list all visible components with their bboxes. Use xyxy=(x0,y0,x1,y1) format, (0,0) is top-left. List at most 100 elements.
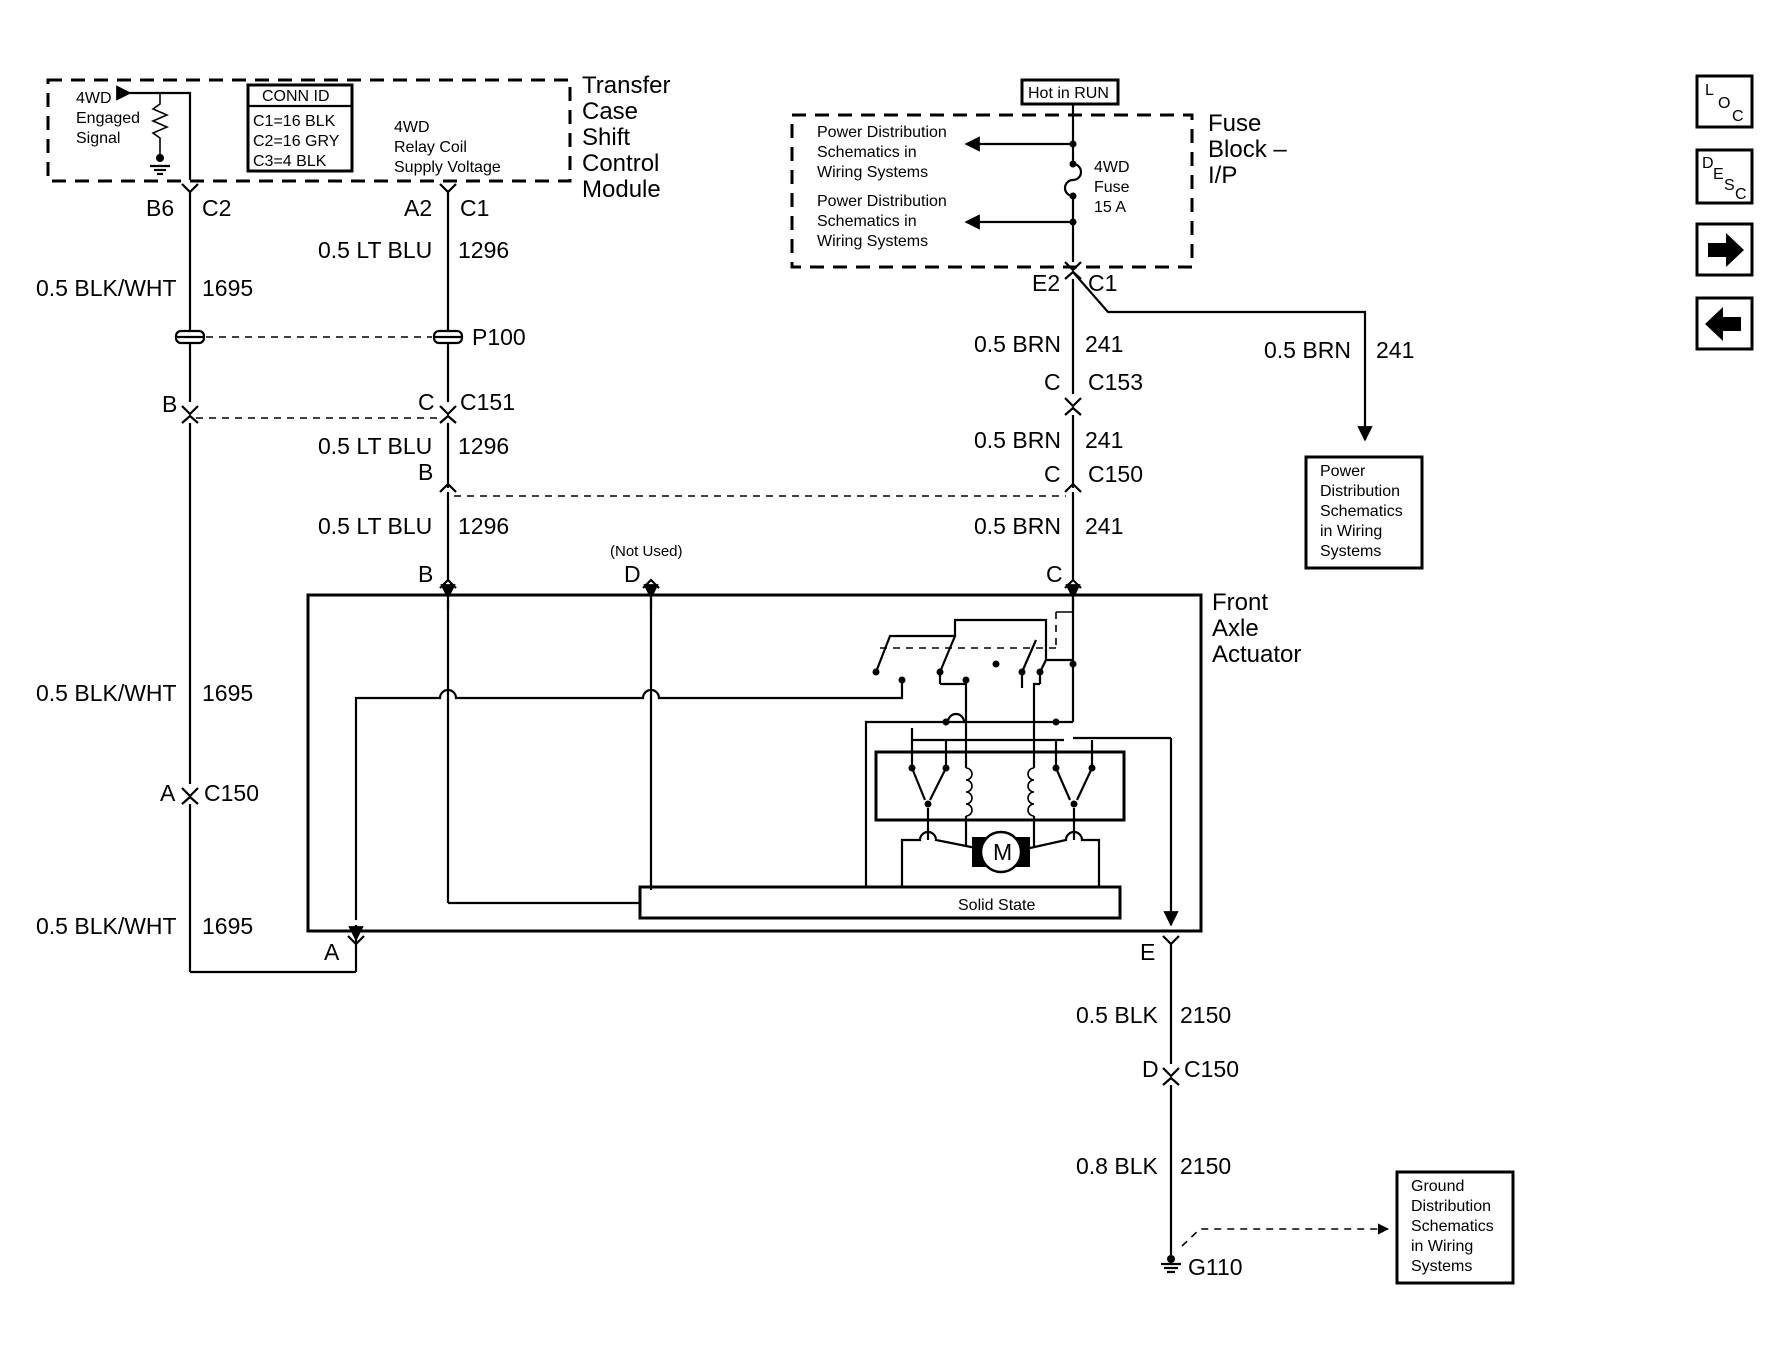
fuse-ref2-line-2: Schematics in xyxy=(817,213,917,230)
wire-1695-size-c: 0.5 BLK/WHT xyxy=(36,913,177,939)
loc-letter-l: L xyxy=(1705,82,1714,99)
wire-241-num-c: 241 xyxy=(1085,513,1123,539)
wire-241-size-c: 0.5 BRN xyxy=(974,513,1061,539)
tcsm-title-3: Shift xyxy=(582,124,630,151)
tcsm-title-1: Transfer xyxy=(582,72,670,99)
circuit-1296 xyxy=(439,183,457,589)
desc-button[interactable]: D E S C xyxy=(1695,148,1754,205)
wire-241-num-a: 241 xyxy=(1085,331,1123,357)
wire-2150-size-a: 0.5 BLK xyxy=(1076,1002,1158,1028)
c150-pin-c: C xyxy=(1044,461,1061,487)
p100-splice-icon xyxy=(174,329,464,345)
hot-in-run-box xyxy=(1020,78,1120,106)
c150-right: C150 xyxy=(1088,461,1143,487)
solid-state-label: Solid State xyxy=(958,897,1035,914)
fuse-ref1-line-3: Wiring Systems xyxy=(817,164,928,181)
c153-label: C153 xyxy=(1088,369,1143,395)
tcsm-title-5: Module xyxy=(582,176,661,203)
actuator-title-3: Actuator xyxy=(1212,641,1301,668)
circuit-1695 xyxy=(181,183,365,974)
fuse-label-3: 15 A xyxy=(1094,199,1126,216)
fuse-block-title-3: I/P xyxy=(1208,162,1237,189)
fuse-icon xyxy=(964,104,1083,262)
ground-ref-line-5: Systems xyxy=(1411,1258,1472,1275)
arrow-right-icon xyxy=(1708,233,1744,267)
circuit-2150 xyxy=(1161,944,1390,1274)
wire-1296-num-c: 1296 xyxy=(458,513,509,539)
pin-b6: B6 xyxy=(146,195,174,221)
not-used-label: (Not Used) xyxy=(610,543,683,560)
wire-2150-num-a: 2150 xyxy=(1180,1002,1231,1028)
wire-241-size-a: 0.5 BRN xyxy=(974,331,1061,357)
forward-button[interactable] xyxy=(1695,222,1754,277)
actuator-pin-d: D xyxy=(624,561,641,587)
wire-1695-num-b: 1695 xyxy=(202,680,253,706)
c150-pin-d: D xyxy=(1142,1056,1159,1082)
wire-1695-size-a: 0.5 BLK/WHT xyxy=(36,275,177,301)
power-ref-line-3: Schematics xyxy=(1320,503,1403,520)
ground-distribution-ref: Ground Distribution Schematics in Wiring… xyxy=(1395,1170,1515,1285)
relay-label-1: 4WD xyxy=(394,119,430,136)
loc-button[interactable]: L O C xyxy=(1695,74,1754,129)
wire-1695-num-a: 1695 xyxy=(202,275,253,301)
relay-label-3: Supply Voltage xyxy=(394,159,501,176)
actuator-pin-e: E xyxy=(1140,939,1155,965)
relay-label-2: Relay Coil xyxy=(394,139,467,156)
engaged-signal-resistor-icon xyxy=(116,85,192,180)
power-ref-line-1: Power xyxy=(1320,463,1366,480)
actuator-pin-a: A xyxy=(324,939,340,965)
wire-2150-num-b: 2150 xyxy=(1180,1153,1231,1179)
c150-pin-b: B xyxy=(418,459,433,485)
fuse-block-title-2: Block – xyxy=(1208,136,1287,163)
power-distribution-ref: Power Distribution Schematics in Wiring … xyxy=(1304,455,1424,570)
fuse-connector-c1: C1 xyxy=(1088,270,1117,296)
wire-241-branch-num: 241 xyxy=(1376,337,1414,363)
conn-id-line-3: C3=4 BLK xyxy=(253,153,327,170)
power-ref-line-5: Systems xyxy=(1320,543,1381,560)
conn-id-box xyxy=(246,83,354,173)
loc-letter-c: C xyxy=(1732,108,1744,125)
wire-241-size-b: 0.5 BRN xyxy=(974,427,1061,453)
transfer-case-shift-control-module: Transfer Case Shift Control Module 4WD E… xyxy=(46,72,670,221)
pin-a2: A2 xyxy=(404,195,432,221)
power-ref-line-2: Distribution xyxy=(1320,483,1400,500)
c151-label: C151 xyxy=(460,389,515,415)
ground-g110: G110 xyxy=(1188,1254,1243,1280)
c150-left: C150 xyxy=(204,780,259,806)
ground-ref-line-4: in Wiring xyxy=(1411,1238,1473,1255)
wire-1695-size-b: 0.5 BLK/WHT xyxy=(36,680,177,706)
wire-241-num-b: 241 xyxy=(1085,427,1123,453)
wire-241-branch-size: 0.5 BRN xyxy=(1264,337,1351,363)
fuse-ref2-line-1: Power Distribution xyxy=(817,193,947,210)
arrow-left-icon xyxy=(1705,307,1741,341)
wire-1296-size-c: 0.5 LT BLU xyxy=(318,513,432,539)
loc-letter-o: O xyxy=(1718,95,1730,112)
fuse-block-ip: Hot in RUN Fuse Block – I/P Power Distri… xyxy=(790,78,1287,296)
engaged-signal-label-1: 4WD xyxy=(76,90,112,107)
tcsm-title-2: Case xyxy=(582,98,638,125)
tcsm-dashed-boundary xyxy=(46,78,572,183)
tcsm-title-4: Control xyxy=(582,150,659,177)
wire-1296-size-b: 0.5 LT BLU xyxy=(318,433,432,459)
actuator-pin-c: C xyxy=(1046,561,1063,587)
c151-pin-b: B xyxy=(162,391,177,417)
desc-letter-s: S xyxy=(1724,177,1735,194)
wire-1296-size-a: 0.5 LT BLU xyxy=(318,237,432,263)
fuse-label-2: Fuse xyxy=(1094,179,1130,196)
back-button[interactable] xyxy=(1695,296,1754,351)
wire-1296-num-b: 1296 xyxy=(458,433,509,459)
fuse-label-1: 4WD xyxy=(1094,159,1130,176)
motor-label: M xyxy=(993,839,1012,865)
engaged-signal-label-3: Signal xyxy=(76,130,120,147)
front-axle-actuator: Front Axle Actuator B D C A E (Not Used) xyxy=(306,543,1301,965)
c151-pin-c: C xyxy=(418,389,435,415)
fuse-ref2-line-3: Wiring Systems xyxy=(817,233,928,250)
solid-state-module: Solid State xyxy=(638,885,1122,920)
desc-letter-c: C xyxy=(1735,186,1747,203)
fuse-ref1-line-1: Power Distribution xyxy=(817,124,947,141)
pin-e2: E2 xyxy=(1032,270,1060,296)
wire-1296-num-a: 1296 xyxy=(458,237,509,263)
wire-1695-num-c: 1695 xyxy=(202,913,253,939)
ground-ref-line-1: Ground xyxy=(1411,1178,1464,1195)
motor-icon: M xyxy=(972,830,1030,874)
